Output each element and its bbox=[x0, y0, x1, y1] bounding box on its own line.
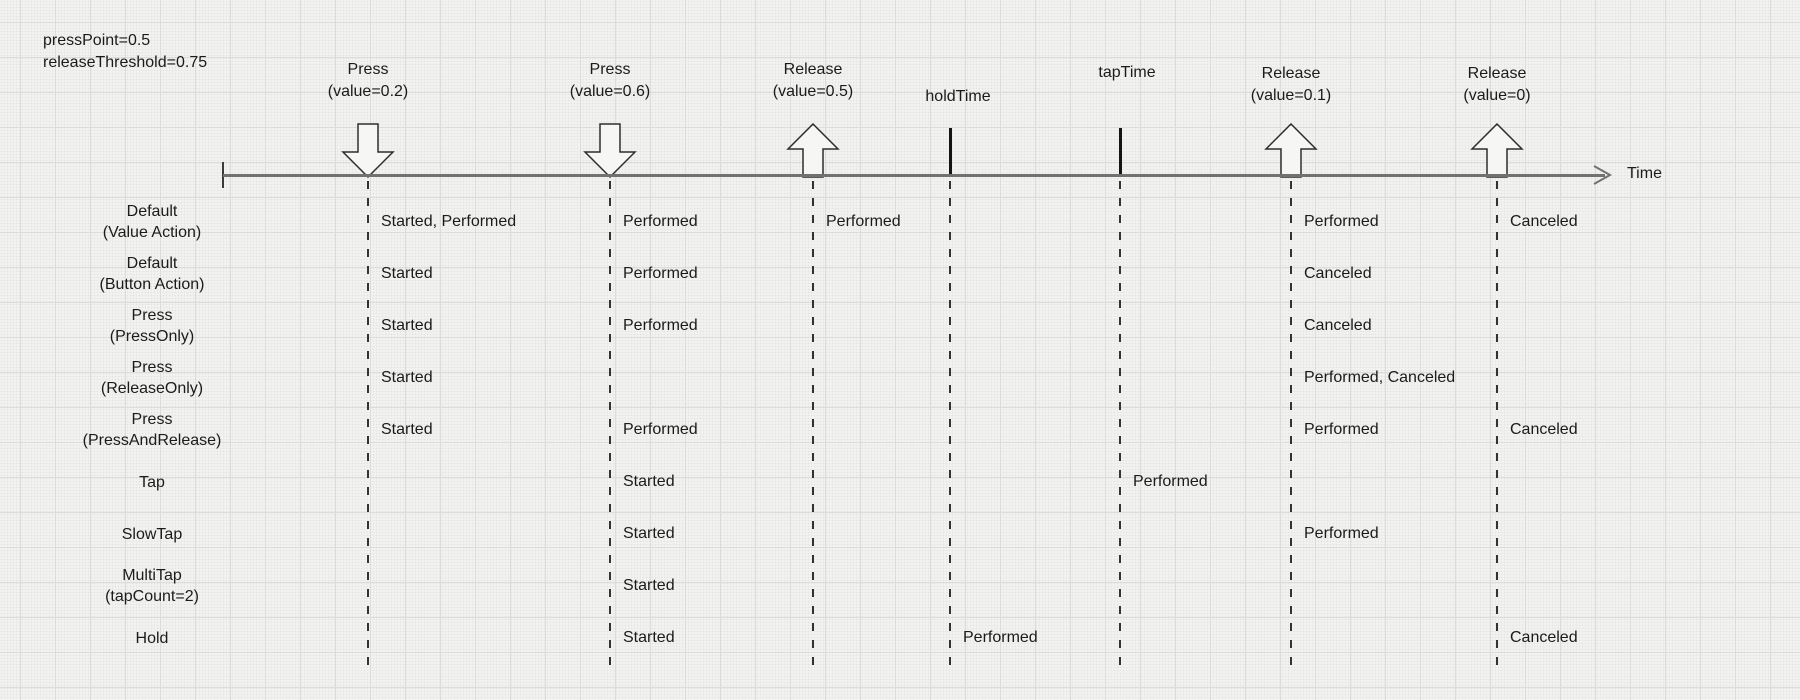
taptime-marker-tick bbox=[1119, 128, 1122, 177]
row-label-hold: Hold bbox=[135, 630, 169, 647]
event-cell-r9-release3: Canceled bbox=[1510, 629, 1578, 646]
event-cell-r6-taptime: Performed bbox=[1133, 473, 1208, 490]
guide-line-press1 bbox=[367, 181, 369, 665]
event-cell-r4-press1: Started bbox=[381, 369, 433, 386]
event-cell-r5-press1: Started bbox=[381, 421, 433, 438]
event-cell-r5-press2: Performed bbox=[623, 421, 698, 438]
event-label-holdtime: holdTime bbox=[925, 88, 991, 105]
row-label-default-value-action: Default (Value Action) bbox=[102, 203, 202, 241]
release-arrow-up-icon bbox=[1470, 123, 1524, 178]
guide-line-release2 bbox=[1290, 181, 1292, 665]
event-cell-r2-release2: Canceled bbox=[1304, 265, 1372, 282]
event-cell-r9-press2: Started bbox=[623, 629, 675, 646]
time-axis-arrowhead-icon bbox=[1593, 165, 1613, 185]
param-releasethreshold: releaseThreshold=0.75 bbox=[43, 54, 208, 71]
press-arrow-down-icon bbox=[583, 123, 637, 178]
guide-line-press2 bbox=[609, 181, 611, 665]
guide-line-release3 bbox=[1496, 181, 1498, 665]
event-cell-r7-release2: Performed bbox=[1304, 525, 1379, 542]
row-label-press-releaseonly: Press (ReleaseOnly) bbox=[100, 359, 204, 397]
event-label-release3: Release (value=0) bbox=[1463, 65, 1531, 104]
row-label-press-pressonly: Press (PressOnly) bbox=[109, 307, 195, 345]
event-cell-r8-press2: Started bbox=[623, 577, 675, 594]
holdtime-marker-tick bbox=[949, 128, 952, 177]
event-cell-r1-press2: Performed bbox=[623, 213, 698, 230]
event-cell-r5-release2: Performed bbox=[1304, 421, 1379, 438]
param-presspoint: pressPoint=0.5 bbox=[43, 32, 151, 49]
event-label-release2: Release (value=0.1) bbox=[1250, 65, 1332, 104]
release-arrow-up-icon bbox=[786, 123, 840, 178]
event-label-press2: Press (value=0.6) bbox=[569, 61, 651, 100]
guide-line-holdtime bbox=[949, 181, 951, 665]
event-label-press1: Press (value=0.2) bbox=[327, 61, 409, 100]
event-cell-r3-release2: Canceled bbox=[1304, 317, 1372, 334]
event-cell-r7-press2: Started bbox=[623, 525, 675, 542]
event-label-release1: Release (value=0.5) bbox=[772, 61, 854, 100]
event-cell-r1-press1: Started, Performed bbox=[381, 213, 517, 230]
row-label-press-pressandrelease: Press (PressAndRelease) bbox=[82, 411, 222, 449]
guide-line-taptime bbox=[1119, 181, 1121, 665]
time-axis-line bbox=[223, 174, 1605, 177]
event-cell-r3-press1: Started bbox=[381, 317, 433, 334]
event-cell-r6-press2: Started bbox=[623, 473, 675, 490]
event-cell-r1-release2: Performed bbox=[1304, 213, 1379, 230]
row-label-default-button-action: Default (Button Action) bbox=[99, 255, 205, 293]
release-arrow-up-icon bbox=[1264, 123, 1318, 178]
event-cell-r9-holdtime: Performed bbox=[963, 629, 1038, 646]
event-cell-r1-release3: Canceled bbox=[1510, 213, 1578, 230]
event-cell-r3-press2: Performed bbox=[623, 317, 698, 334]
press-arrow-down-icon bbox=[341, 123, 395, 178]
event-cell-r1-release1: Performed bbox=[826, 213, 901, 230]
event-cell-r2-press2: Performed bbox=[623, 265, 698, 282]
event-cell-r2-press1: Started bbox=[381, 265, 433, 282]
event-label-taptime: tapTime bbox=[1098, 64, 1156, 81]
row-label-tap: Tap bbox=[139, 474, 165, 491]
parameters-note: pressPoint=0.5 releaseThreshold=0.75 bbox=[43, 30, 207, 74]
event-cell-r5-release3: Canceled bbox=[1510, 421, 1578, 438]
row-label-slowtap: SlowTap bbox=[121, 526, 183, 543]
time-axis-label: Time bbox=[1627, 165, 1662, 182]
guide-line-release1 bbox=[812, 181, 814, 665]
event-cell-r4-release2: Performed, Canceled bbox=[1304, 369, 1456, 386]
row-label-multitap: MultiTap (tapCount=2) bbox=[105, 567, 199, 605]
